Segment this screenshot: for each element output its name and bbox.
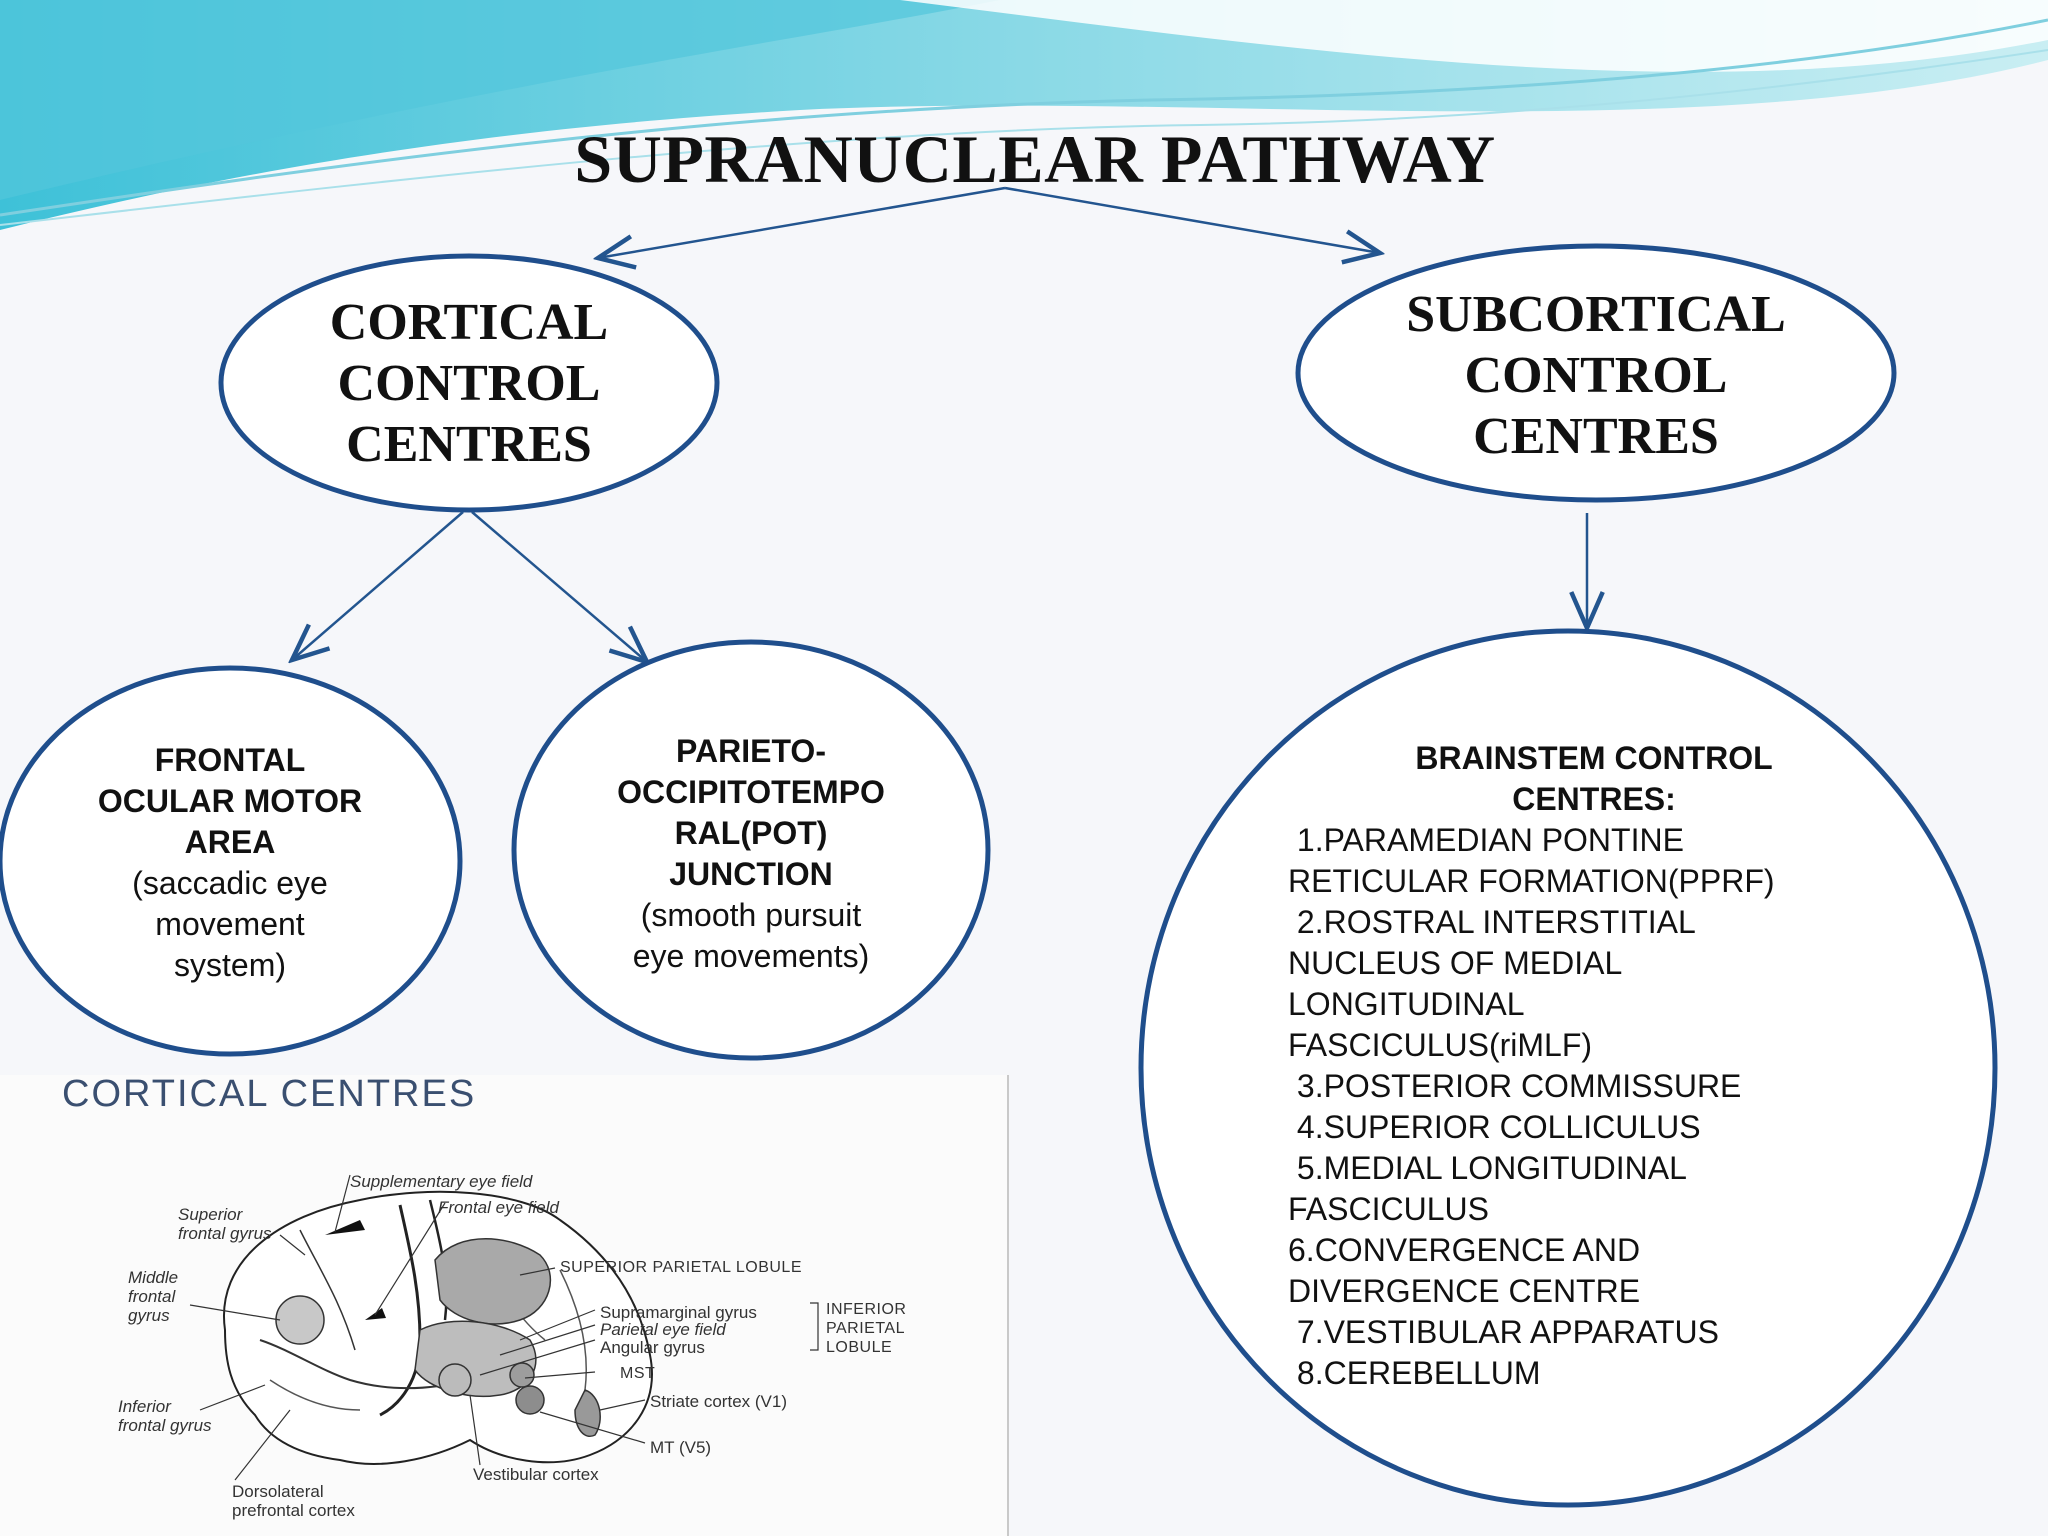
pot-desc-2: eye movements) — [632, 938, 870, 974]
subcortical-line-3: CENTRES — [1473, 408, 1719, 465]
cortical-centres-heading: CORTICAL CENTRES — [62, 1073, 477, 1115]
brainstem-item: DIVERGENCE CENTRE — [1288, 1273, 1641, 1309]
frontal-node-label: FRONTAL OCULAR MOTOR AREA (saccadic eye … — [50, 740, 410, 986]
frontal-bold-1: FRONTAL — [154, 742, 306, 778]
brainstem-item: 4.SUPERIOR COLLICULUS — [1288, 1109, 1701, 1145]
brainstem-item: 6.CONVERGENCE AND — [1288, 1232, 1641, 1268]
label-superior-parietal-lobule: SUPERIOR PARIETAL LOBULE — [560, 1259, 802, 1276]
label-superior-frontal-gyrus: Superior frontal gyrus — [178, 1205, 272, 1243]
brainstem-item: 1.PARAMEDIAN PONTINE — [1288, 822, 1684, 858]
label-line: frontal gyrus — [118, 1416, 212, 1435]
label-line: INFERIOR — [826, 1301, 907, 1318]
arrow-title-to-cortical — [598, 186, 1006, 258]
label-supramarginal-gyrus: Supramarginal gyrus — [600, 1303, 757, 1322]
brainstem-item: 7.VESTIBULAR APPARATUS — [1288, 1314, 1719, 1350]
brainstem-item: NUCLEUS OF MEDIAL — [1288, 945, 1623, 981]
brainstem-item: FASCICULUS(riMLF) — [1288, 1027, 1593, 1063]
label-line: Inferior — [118, 1397, 171, 1416]
label-parietal-eye-field: Parietal eye field — [600, 1320, 726, 1339]
brainstem-item: 3.POSTERIOR COMMISSURE — [1288, 1068, 1742, 1104]
label-angular-gyrus: Angular gyrus — [600, 1338, 705, 1357]
pot-desc-1: (smooth pursuit — [640, 897, 862, 933]
label-supplementary-eye-field: Supplementary eye field — [350, 1172, 533, 1191]
label-dorsolateral-prefrontal-cortex: Dorsolateral prefrontal cortex — [232, 1482, 355, 1520]
label-line: gyrus — [128, 1306, 170, 1325]
label-inferior-parietal-lobule: INFERIOR PARIETAL LOBULE — [826, 1300, 906, 1357]
label-line: Superior — [178, 1205, 243, 1224]
frontal-ellipse — [0, 665, 463, 1057]
brainstem-heading-1: BRAINSTEM CONTROL — [1415, 740, 1773, 776]
brainstem-item: 5.MEDIAL LONGITUDINAL — [1288, 1150, 1687, 1186]
brainstem-item: FASCICULUS — [1288, 1191, 1489, 1227]
brainstem-item: LONGITUDINAL — [1288, 986, 1525, 1022]
subcortical-node-label: SUBCORTICAL CONTROL CENTRES — [1396, 284, 1796, 467]
cortical-ellipse — [218, 253, 720, 513]
pot-ellipse — [511, 639, 991, 1061]
brainstem-node-label: BRAINSTEM CONTROL CENTRES: 1.PARAMEDIAN … — [1288, 738, 1868, 1394]
label-line: Middle — [128, 1268, 179, 1287]
cortical-line-3: CENTRES — [346, 416, 592, 473]
cortical-line-1: CORTICAL — [329, 294, 609, 351]
brainstem-heading-2: CENTRES: — [1512, 781, 1676, 817]
label-line: frontal gyrus — [178, 1224, 272, 1243]
cortical-node-label: CORTICAL CONTROL CENTRES — [269, 292, 669, 475]
brainstem-circle — [1138, 628, 1998, 1508]
label-striate-cortex: Striate cortex (V1) — [650, 1392, 787, 1411]
frontal-desc-3: system) — [174, 947, 286, 983]
arrow-cortical-to-frontal — [292, 511, 464, 660]
pot-bold-3: RAL(POT) — [674, 815, 828, 851]
brain-illustration — [189, 1174, 819, 1481]
brainstem-item: RETICULAR FORMATION(PPRF) — [1288, 863, 1775, 899]
brainstem-item: 8.CEREBELLUM — [1288, 1355, 1541, 1391]
header-wave-decoration — [0, 0, 2048, 230]
subcortical-line-1: SUBCORTICAL — [1406, 286, 1786, 343]
label-middle-frontal-gyrus: Middle frontal gyrus — [128, 1268, 178, 1325]
label-vestibular-cortex: Vestibular cortex — [473, 1465, 599, 1484]
brainstem-item: 2.ROSTRAL INTERSTITIAL — [1288, 904, 1696, 940]
arrow-title-to-subcortical — [1004, 186, 1380, 253]
frontal-desc-2: movement — [155, 906, 305, 942]
frontal-desc-1: (saccadic eye — [132, 865, 328, 901]
label-frontal-eye-field: Frontal eye field — [438, 1198, 559, 1217]
frontal-bold-2: OCULAR MOTOR — [97, 783, 363, 819]
arrow-cortical-to-pot — [471, 511, 647, 662]
pot-bold-4: JUNCTION — [669, 856, 833, 892]
label-line: Dorsolateral — [232, 1482, 324, 1501]
frontal-bold-3: AREA — [184, 824, 276, 860]
pot-bold-2: OCCIPITOTEMPO — [617, 774, 885, 810]
label-line: LOBULE — [826, 1339, 893, 1356]
label-inferior-frontal-gyrus: Inferior frontal gyrus — [118, 1397, 212, 1435]
label-line: prefrontal cortex — [232, 1501, 355, 1520]
pot-bold-1: PARIETO- — [676, 733, 826, 769]
label-mst: MST — [620, 1365, 656, 1382]
page-title: SUPRANUCLEAR PATHWAY — [574, 121, 1496, 197]
cortical-line-2: CONTROL — [337, 355, 601, 412]
label-mt: MT (V5) — [650, 1438, 712, 1457]
subcortical-ellipse — [1295, 243, 1897, 503]
label-line: frontal — [128, 1287, 176, 1306]
label-line: PARIETAL — [826, 1320, 905, 1337]
pot-node-label: PARIETO- OCCIPITOTEMPO RAL(POT) JUNCTION… — [561, 731, 941, 977]
subcortical-line-2: CONTROL — [1464, 347, 1728, 404]
